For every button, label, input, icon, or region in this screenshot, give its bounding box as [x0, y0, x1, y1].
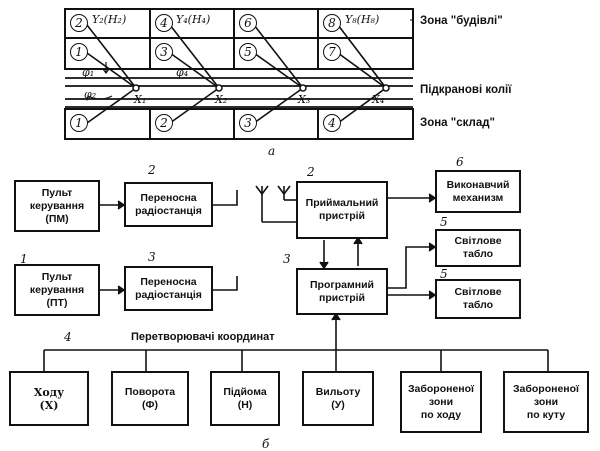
- cell-circle-row1-2: 4: [155, 14, 173, 32]
- cell-circle-row2-2: 3: [155, 43, 173, 61]
- phi1-arrow: [102, 62, 110, 74]
- crane-pivots: [132, 84, 390, 92]
- phi2-arc: [87, 95, 113, 100]
- num-5-board2: 5: [440, 267, 448, 281]
- converter-travel: Ходу (Х): [9, 371, 89, 426]
- portable-radio-1: Переносна радіостанція: [124, 182, 213, 227]
- label-x3: X₃: [298, 93, 311, 106]
- num-2-receiver: 2: [307, 165, 315, 179]
- num-3-radio: 3: [148, 250, 156, 264]
- warehouse-grid: [64, 108, 414, 140]
- caption-b: б: [262, 437, 270, 451]
- cell-circle-row2-1: 1: [70, 43, 88, 61]
- light-board-1: Світлове табло: [435, 229, 521, 267]
- cell-circle-row3-3: 3: [239, 114, 257, 132]
- num-3-program: 3: [283, 252, 291, 266]
- num-6-executive: 6: [456, 155, 464, 169]
- converter-rotation: Поворота (Ф): [111, 371, 189, 426]
- converter-forbidden-zone-angle: Забороненої зони по куту: [503, 371, 589, 433]
- block-connectors: [43, 185, 549, 371]
- label-y2: Y₂(H₂): [92, 13, 127, 26]
- label-phi2: φ₂: [84, 88, 97, 101]
- zone-warehouse-label: Зона "склад": [420, 117, 495, 129]
- pt-control-panel: Пульт керування (ПТ): [14, 264, 100, 316]
- num-2-radio: 2: [148, 163, 156, 177]
- cell-circle-row2-4: 7: [323, 43, 341, 61]
- converters-title: Перетворювачі координат: [131, 331, 275, 343]
- executive-mechanism: Виконавчий механизм: [435, 170, 521, 213]
- label-x2: X₂: [215, 93, 228, 106]
- boom-lines: [86, 24, 387, 124]
- pm-control-panel: Пульт керування (ПМ): [14, 180, 100, 232]
- label-phi1: φ₁: [82, 66, 95, 79]
- label-x4: X₄: [372, 93, 385, 106]
- num-1-pt: 1: [20, 252, 28, 266]
- cell-circle-row1-4: 8: [323, 14, 341, 32]
- cell-circle-row3-1: 1: [70, 114, 88, 132]
- converter-reach: Вильоту (У): [302, 371, 374, 426]
- cell-circle-row1-3: 6: [239, 14, 257, 32]
- converter-forbidden-zone-travel: Забороненої зони по ходу: [400, 371, 482, 433]
- cell-circle-row2-3: 5: [239, 43, 257, 61]
- label-y8: Y₈(H₈): [345, 13, 380, 26]
- label-x1: X₁: [134, 93, 147, 106]
- num-5-board1: 5: [440, 215, 448, 229]
- portable-radio-2: Переносна радіостанція: [124, 266, 213, 311]
- cell-circle-row3-2: 2: [155, 114, 173, 132]
- crane-tracks-label: Підкранові колії: [420, 84, 512, 96]
- label-y4: Y₄(H₄): [176, 13, 211, 26]
- light-board-2: Світлове табло: [435, 279, 521, 319]
- converter-lift: Підйома (Н): [210, 371, 280, 426]
- cell-circle-row1-1: 2: [70, 14, 88, 32]
- cell-circle-row3-4: 4: [323, 114, 341, 132]
- receiver-device: Приймальний пристрій: [296, 181, 388, 239]
- label-phi4: φ₄: [176, 66, 189, 79]
- num-4-converters: 4: [64, 330, 72, 344]
- program-device: Програмний пристрій: [296, 268, 388, 315]
- caption-a: а: [268, 144, 276, 158]
- zone-building-label: Зона "будівлі": [420, 15, 503, 27]
